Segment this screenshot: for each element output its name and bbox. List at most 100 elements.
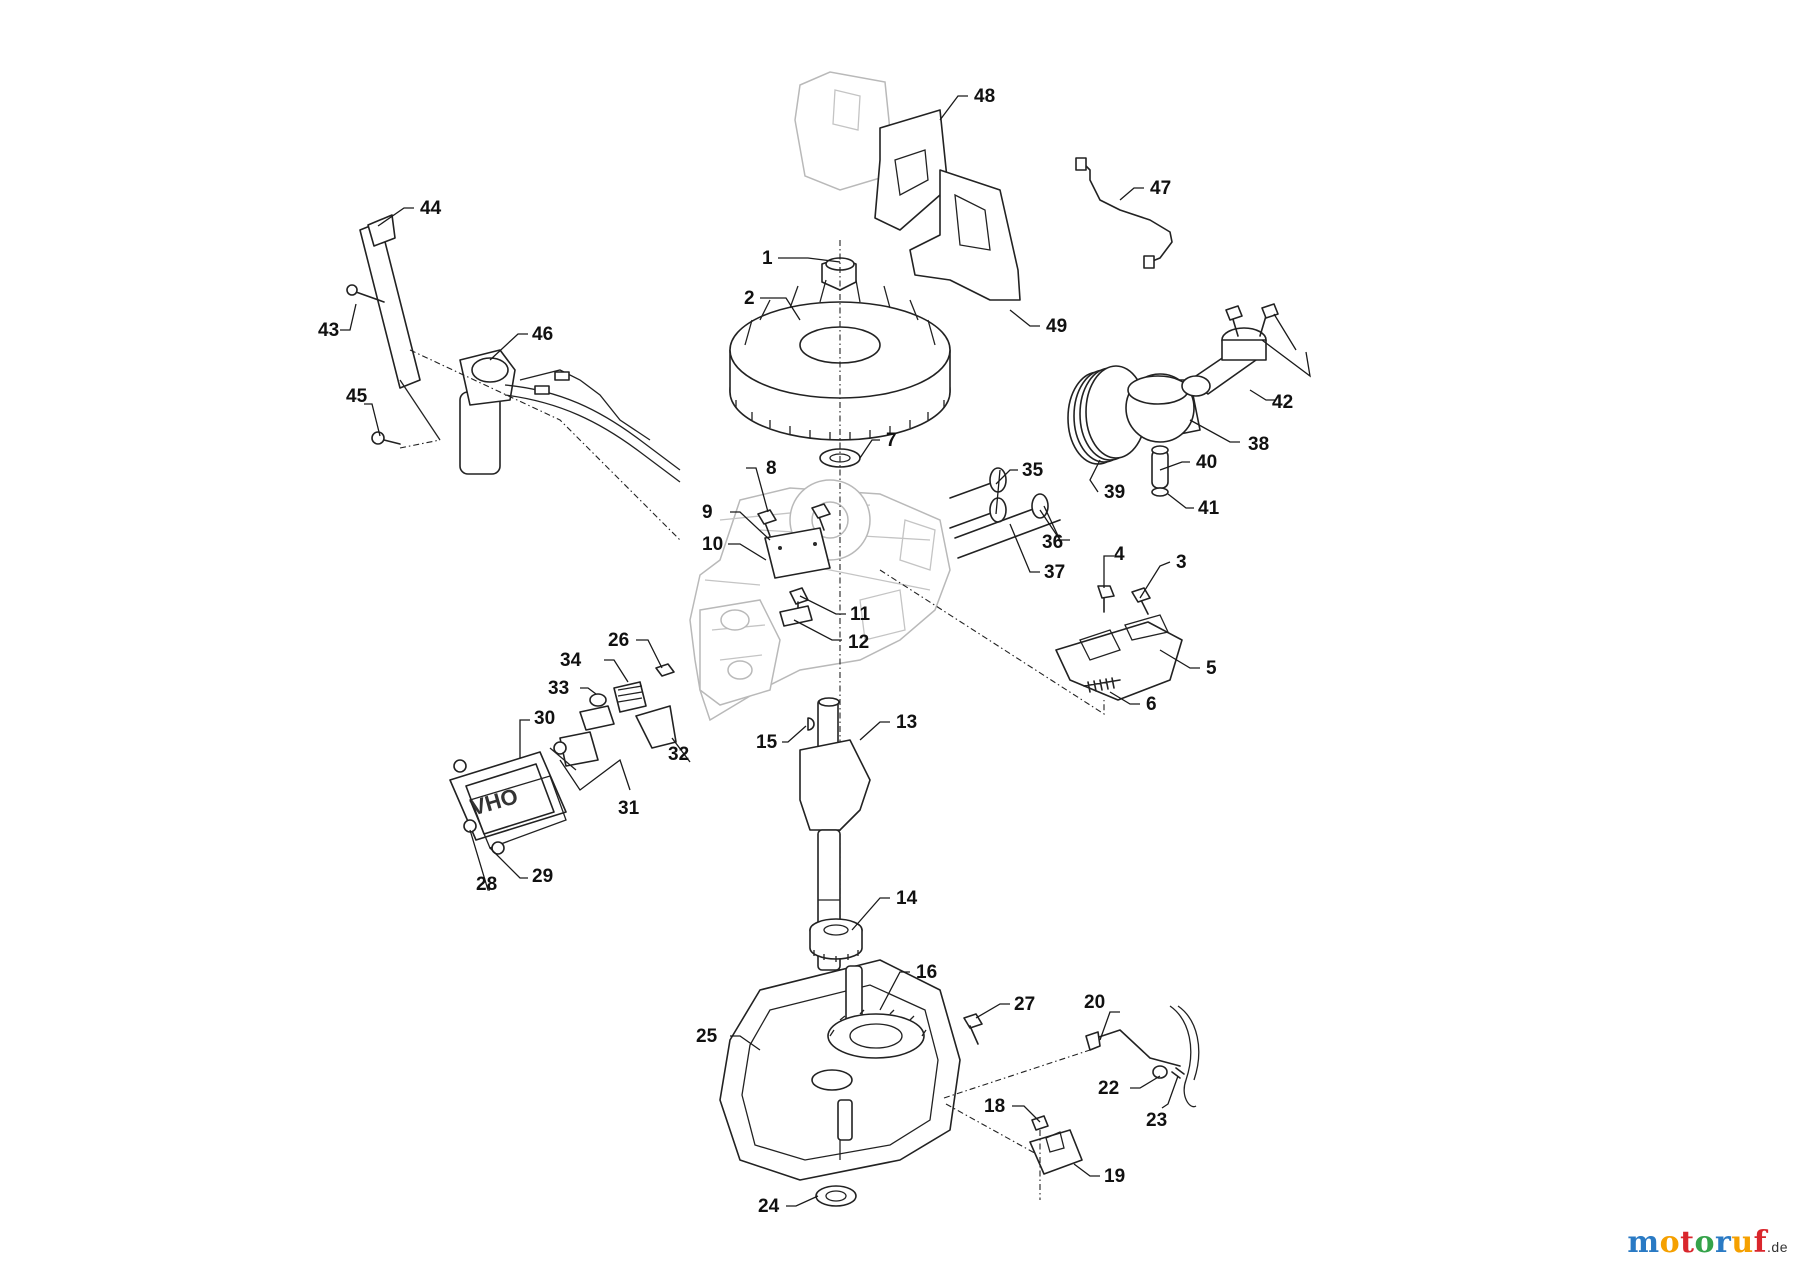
bolt-8 — [757, 503, 831, 537]
governor-lever-20 — [1085, 1029, 1181, 1067]
watermark-letter: f — [1753, 1225, 1768, 1260]
governor-dashed-line — [879, 569, 1105, 716]
callout-25: 25 — [696, 1026, 718, 1047]
leader-lines — [340, 95, 1311, 1207]
watermark-letter: t — [1680, 1225, 1695, 1260]
governor-shaft-dashed-line — [943, 1049, 1091, 1157]
bolt-27 — [963, 1013, 983, 1045]
bolt-3 — [1131, 587, 1151, 615]
bolt-43 — [346, 284, 385, 303]
bolt-4 — [1097, 585, 1115, 613]
ignition-coil-46 — [459, 349, 681, 483]
callout-47: 47 — [1150, 178, 1171, 199]
rocker-arm-31 — [549, 705, 615, 771]
callout-8: 8 — [766, 458, 777, 479]
timing-gear-14 — [809, 918, 863, 962]
circlip-41 — [1151, 487, 1169, 497]
bolt-18 — [1031, 1115, 1049, 1131]
callout-28: 28 — [476, 874, 497, 895]
connecting-rod-42 — [1181, 303, 1279, 397]
callout-32: 32 — [668, 744, 689, 765]
callout-5: 5 — [1206, 658, 1217, 679]
watermark-letter: u — [1731, 1225, 1754, 1260]
callout-4: 4 — [1114, 544, 1125, 565]
piston-38 — [1125, 373, 1201, 443]
callout-35: 35 — [1022, 460, 1044, 481]
callout-46: 46 — [532, 324, 553, 345]
brake-lever — [1169, 1005, 1200, 1108]
callout-36: 36 — [1042, 532, 1063, 553]
callout-13: 13 — [896, 712, 917, 733]
callout-19: 19 — [1104, 1166, 1125, 1187]
callout-39: 39 — [1104, 482, 1125, 503]
watermark-letter: r — [1715, 1225, 1732, 1260]
callout-1: 1 — [762, 248, 773, 269]
callout-23: 23 — [1146, 1110, 1167, 1131]
watermark-suffix: .de — [1767, 1239, 1788, 1255]
callout-20: 20 — [1084, 992, 1105, 1013]
washer-22 — [1152, 1065, 1168, 1079]
oil-sensor-19 — [1029, 1129, 1083, 1175]
callout-26: 26 — [608, 630, 629, 651]
flywheel — [729, 279, 951, 441]
clip-23 — [1171, 1067, 1185, 1079]
blower-housing-cover — [794, 71, 893, 191]
callout-24: 24 — [758, 1196, 780, 1217]
callout-6: 6 — [1146, 694, 1157, 715]
air-guide-48 — [874, 109, 949, 231]
callout-34: 34 — [560, 650, 582, 671]
ignition-dashed-line — [399, 349, 681, 541]
callout-43: 43 — [318, 320, 339, 341]
callout-44: 44 — [420, 198, 442, 219]
bolts-28 — [453, 741, 567, 855]
callout-48: 48 — [974, 86, 995, 107]
callout-labels: 1 2 3 4 5 6 7 8 9 10 11 12 13 14 15 16 1… — [318, 86, 1293, 1217]
callout-38: 38 — [1248, 434, 1269, 455]
callout-3: 3 — [1176, 552, 1187, 573]
engine-block — [689, 479, 951, 722]
watermark-logo: motoruf.de — [1627, 1225, 1788, 1260]
washer-33 — [589, 693, 607, 707]
bolt-45 — [371, 431, 401, 445]
callout-9: 9 — [702, 502, 713, 523]
callout-12: 12 — [848, 632, 869, 653]
flywheel-nut — [821, 257, 857, 291]
callout-40: 40 — [1196, 452, 1217, 473]
watermark-letter: m — [1627, 1225, 1660, 1260]
dipstick-tube-44 — [359, 214, 441, 441]
callout-10: 10 — [702, 534, 723, 555]
governor-bracket-5 — [1055, 614, 1183, 701]
watermark-letter: o — [1694, 1225, 1715, 1260]
callout-49: 49 — [1046, 316, 1067, 337]
rocker-spring-34 — [613, 681, 647, 713]
callout-45: 45 — [346, 386, 368, 407]
callout-14: 14 — [896, 888, 918, 909]
spring-6 — [1083, 677, 1121, 693]
key-15 — [807, 717, 815, 731]
callout-11: 11 — [850, 604, 871, 625]
callout-27: 27 — [1014, 994, 1035, 1015]
watermark-letter: o — [1659, 1225, 1681, 1260]
push-rod-37 — [957, 519, 1061, 559]
callout-18: 18 — [984, 1096, 1005, 1117]
callout-41: 41 — [1198, 498, 1220, 519]
callout-15: 15 — [756, 732, 778, 753]
callout-16: 16 — [916, 962, 937, 983]
callout-42: 42 — [1272, 392, 1293, 413]
callout-2: 2 — [744, 288, 755, 309]
ignition-lead-47 — [1075, 157, 1173, 269]
oil-seal-24 — [815, 1185, 857, 1207]
spacer-12 — [779, 605, 813, 627]
callout-31: 31 — [618, 798, 640, 819]
gasket-29 — [469, 775, 567, 849]
nut-26 — [655, 663, 675, 677]
push-rod-36 — [954, 493, 1049, 539]
valves-35 — [949, 467, 1007, 529]
camshaft-16 — [827, 965, 927, 1059]
rocker-bracket-32 — [635, 705, 677, 749]
callout-7: 7 — [886, 430, 897, 451]
callout-37: 37 — [1044, 562, 1065, 583]
piston-pin-40 — [1151, 445, 1169, 489]
air-guide-49 — [909, 169, 1021, 301]
